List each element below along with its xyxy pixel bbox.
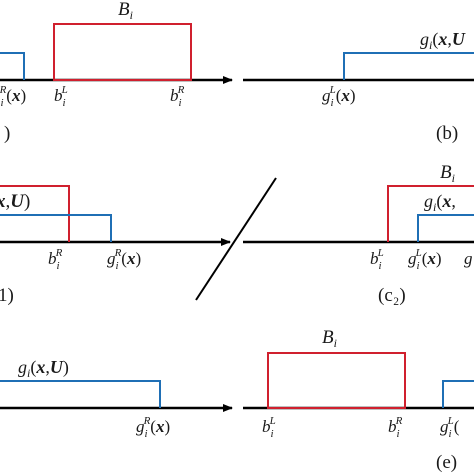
- interval-g-c1: [0, 214, 112, 242]
- panel-a: Bi giR(x) biL biR ): [0, 0, 233, 144]
- interval-g-a: [0, 52, 25, 80]
- interval-B-c1: [0, 185, 70, 242]
- label-gR-c2-partial: g: [464, 249, 473, 268]
- interval-B-c2: [387, 185, 474, 242]
- label-bR-e: biR: [388, 415, 403, 440]
- label-bR-c1: biR: [48, 247, 63, 272]
- panel-c2: Bi gi(x, biL giL(x) g (c₂): [243, 162, 474, 306]
- panel-b: gi(x,U giL(x) (b): [243, 29, 474, 144]
- label-bL-a: biL: [54, 84, 68, 109]
- label-gL-b: giL(x): [322, 84, 356, 109]
- interval-B-a: [53, 23, 192, 81]
- label-gL-e: giL(: [440, 415, 460, 440]
- interval-g-e: [442, 380, 474, 408]
- label-g-d: gi(x,U): [18, 357, 69, 380]
- label-bR-a: biR: [170, 84, 185, 109]
- caption-e: (e): [436, 452, 457, 473]
- interval-g-c2: [417, 214, 474, 242]
- caption-c2: (c₂): [378, 285, 406, 306]
- interval-g-d: [0, 380, 161, 408]
- divider-slash: [195, 177, 277, 301]
- caption-c1: 1): [0, 285, 14, 306]
- label-g-b: gi(x,U: [420, 29, 466, 52]
- label-B-e: Bi: [322, 327, 337, 350]
- label-g-c2: gi(x,: [424, 191, 456, 214]
- label-gL-c2: giL(x): [408, 247, 442, 272]
- label-bL-e: biL: [262, 415, 276, 440]
- caption-a: ): [4, 123, 10, 144]
- panel-c1: i x,U) biR giR(x) 1): [0, 185, 231, 306]
- label-gR-d: giR(x): [136, 415, 170, 440]
- label-gR-a: giR(x): [0, 84, 26, 109]
- panel-e: Bi biL biR giL( (e): [243, 327, 474, 473]
- label-B-a: Bi: [118, 0, 133, 22]
- panel-d: gi(x,U) giR(x): [0, 357, 233, 440]
- label-bL-c2: biL: [370, 247, 384, 272]
- interval-g-b: [343, 52, 474, 80]
- caption-b: (b): [436, 123, 458, 144]
- label-B-c2: Bi: [440, 162, 455, 185]
- interval-B-e: [267, 352, 406, 409]
- label-gR-c1: giR(x): [107, 247, 141, 272]
- label-g-c1: x,U): [0, 191, 30, 212]
